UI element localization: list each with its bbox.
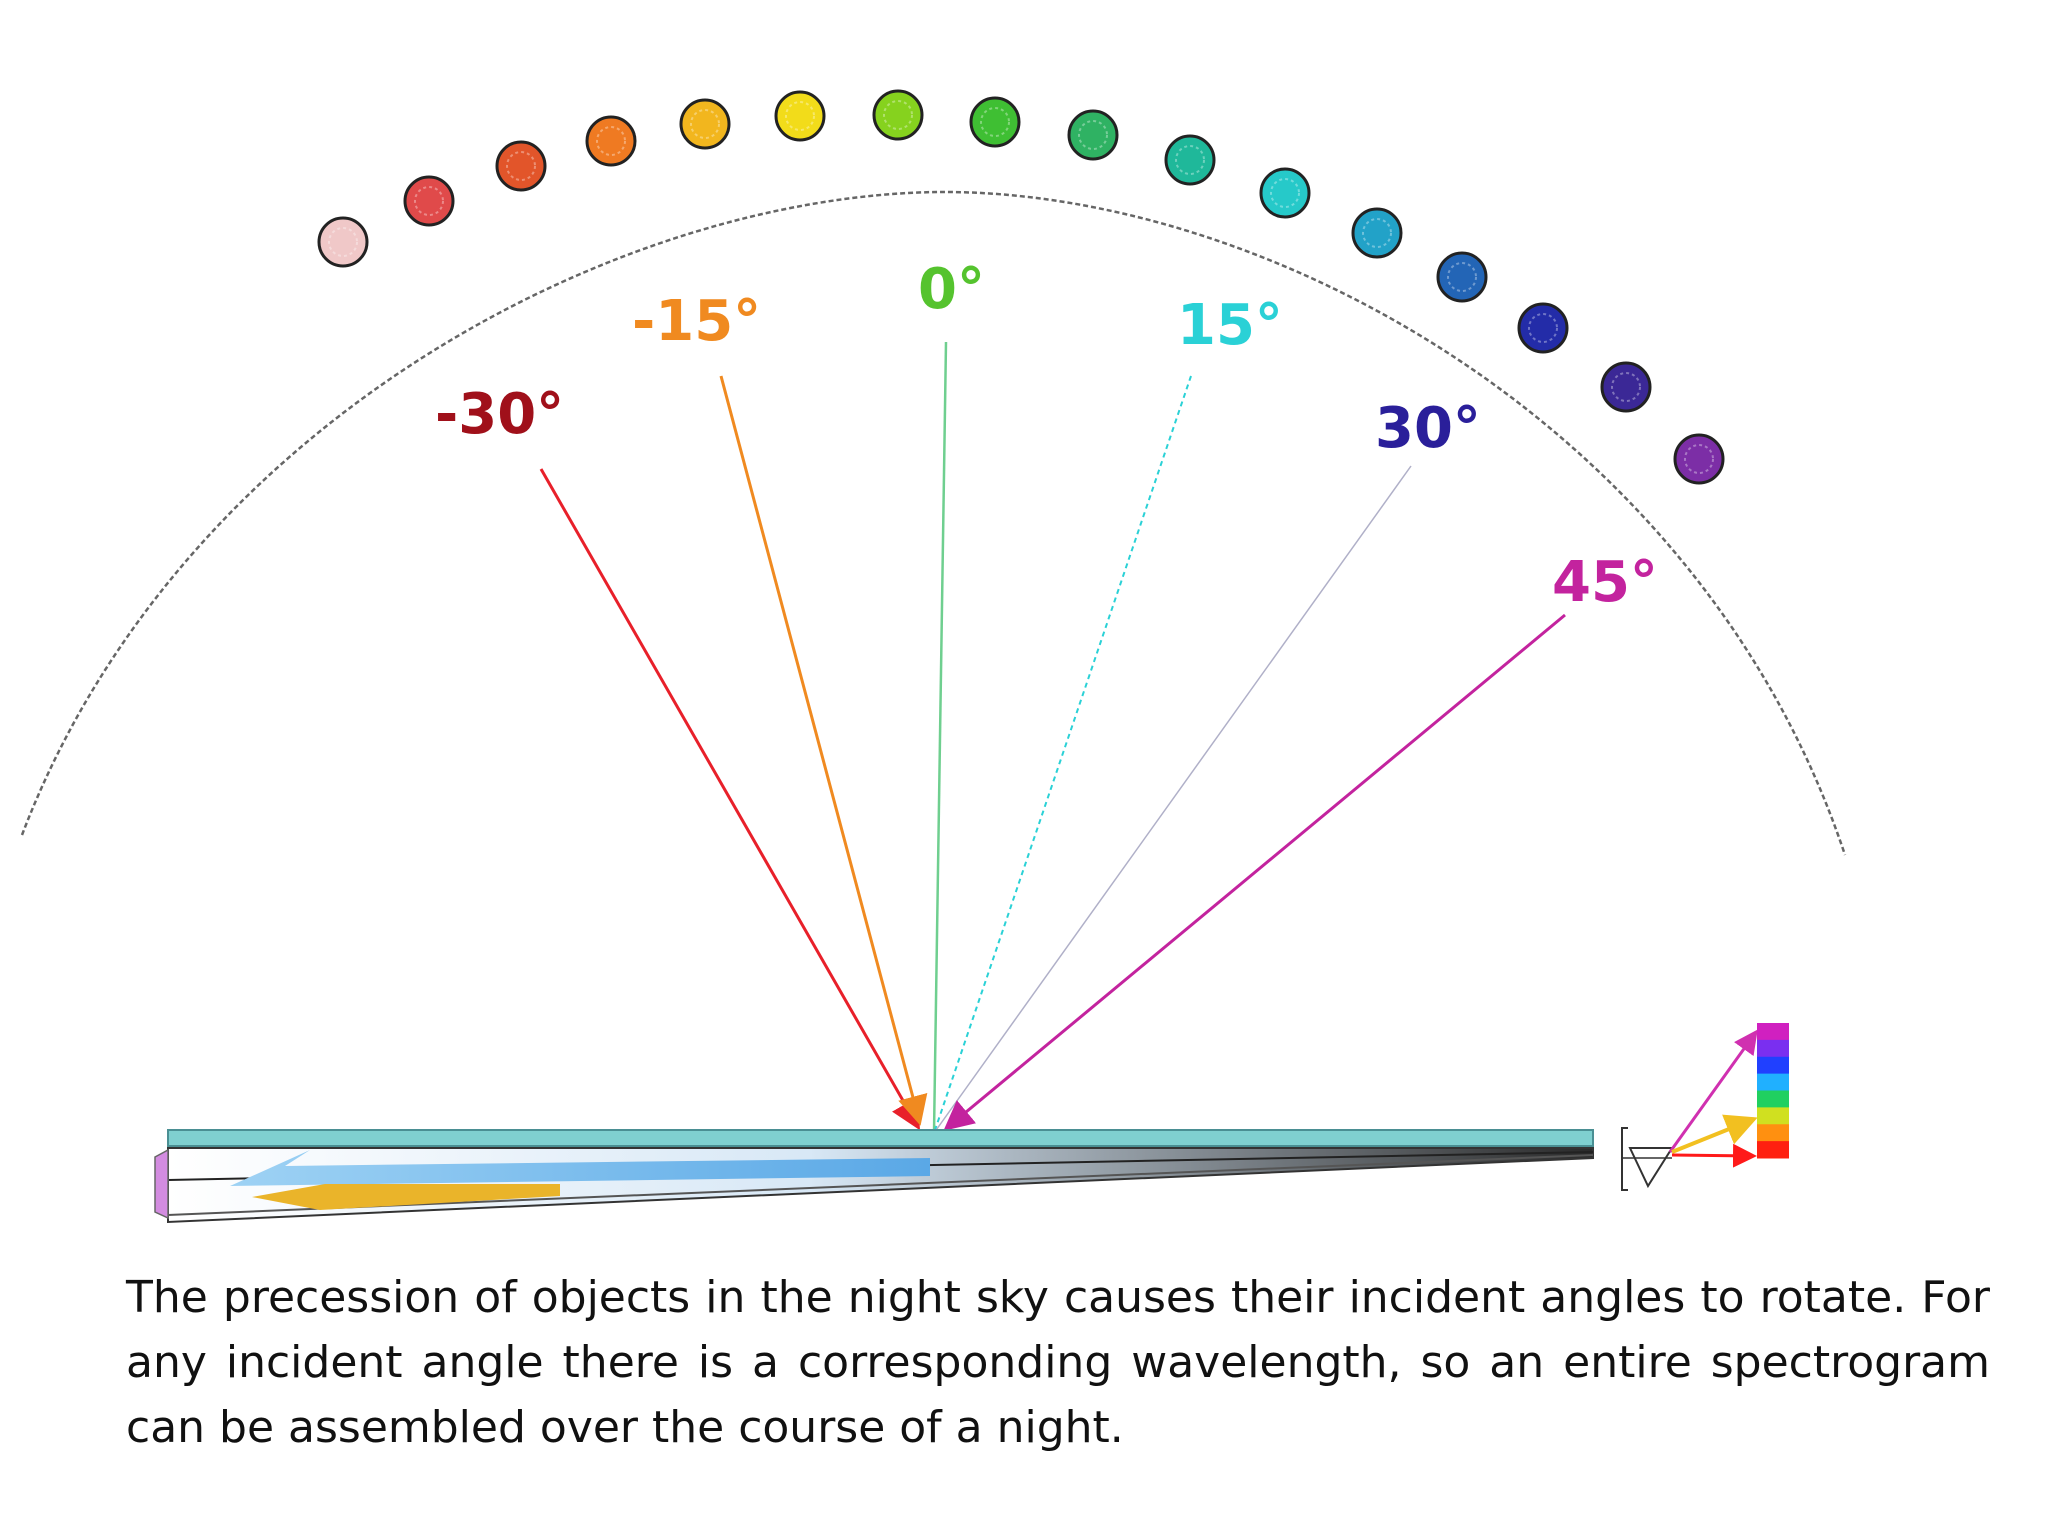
spectrum-band-3 — [1757, 1056, 1789, 1075]
star-texture-16 — [1684, 444, 1714, 474]
star-texture-11 — [1270, 178, 1300, 208]
angle-label-30: 30° — [1375, 396, 1481, 461]
star-texture-1 — [328, 227, 358, 257]
star-1 — [317, 216, 369, 268]
ray-45 — [943, 613, 1566, 1131]
sky-arc — [20, 190, 1847, 856]
star-3 — [495, 140, 547, 192]
star-8 — [969, 96, 1021, 148]
star-arc — [317, 89, 1725, 485]
output-facet — [154, 1148, 169, 1220]
star-7 — [872, 89, 924, 141]
star-texture-12 — [1362, 218, 1392, 248]
guided-light-blue — [230, 1150, 930, 1186]
star-texture-7 — [883, 100, 913, 130]
ray-minus-30 — [539, 468, 920, 1131]
angle-label-0: 0° — [918, 257, 985, 322]
ray-15 — [933, 375, 1192, 1134]
star-5 — [679, 98, 731, 150]
star-texture-6 — [785, 101, 815, 131]
grating-surface — [167, 1129, 1594, 1147]
prism — [1621, 1127, 1674, 1191]
star-texture-4 — [596, 126, 626, 156]
spectrum-bar — [1757, 1023, 1789, 1159]
dispersion-arrow-red — [1671, 1143, 1757, 1168]
spectrum-band-1 — [1757, 1023, 1789, 1041]
spectrum-band-6 — [1757, 1107, 1789, 1125]
star-13 — [1436, 251, 1488, 303]
star-texture-2 — [414, 186, 444, 216]
dispersion-arrow-yellow — [1671, 1114, 1758, 1154]
star-14 — [1517, 302, 1569, 354]
star-texture-15 — [1611, 372, 1641, 402]
waveguide — [154, 1129, 1594, 1224]
star-16 — [1673, 433, 1725, 485]
star-6 — [774, 90, 826, 142]
spectrum-band-2 — [1757, 1039, 1789, 1058]
ray-0 — [932, 341, 948, 1134]
star-2 — [403, 175, 455, 227]
star-texture-3 — [506, 151, 536, 181]
angle-label-minus-30: -30° — [435, 382, 564, 447]
star-4 — [585, 115, 637, 167]
angle-label-15: 15° — [1177, 293, 1283, 358]
star-10 — [1164, 134, 1216, 186]
spectrum-band-5 — [1757, 1090, 1789, 1108]
star-texture-9 — [1078, 120, 1108, 150]
caption: The precession of objects in the night s… — [126, 1272, 1990, 1453]
ray-minus-15 — [719, 375, 928, 1126]
star-15 — [1600, 361, 1652, 413]
angle-label-minus-15: -15° — [632, 289, 761, 354]
angle-label-45: 45° — [1552, 550, 1658, 615]
guided-light-gold — [252, 1184, 560, 1210]
star-texture-13 — [1447, 262, 1477, 292]
spectrum-band-7 — [1757, 1124, 1789, 1142]
star-texture-14 — [1528, 313, 1558, 343]
star-12 — [1351, 207, 1403, 259]
spectrum-band-4 — [1757, 1073, 1789, 1091]
star-texture-5 — [690, 109, 720, 139]
dispersion-arrow-violet — [1668, 1029, 1758, 1153]
star-9 — [1067, 109, 1119, 161]
spectrum-band-8 — [1757, 1141, 1789, 1159]
ray-30 — [933, 465, 1412, 1134]
star-texture-8 — [980, 107, 1010, 137]
star-texture-10 — [1175, 145, 1205, 175]
star-11 — [1259, 167, 1311, 219]
